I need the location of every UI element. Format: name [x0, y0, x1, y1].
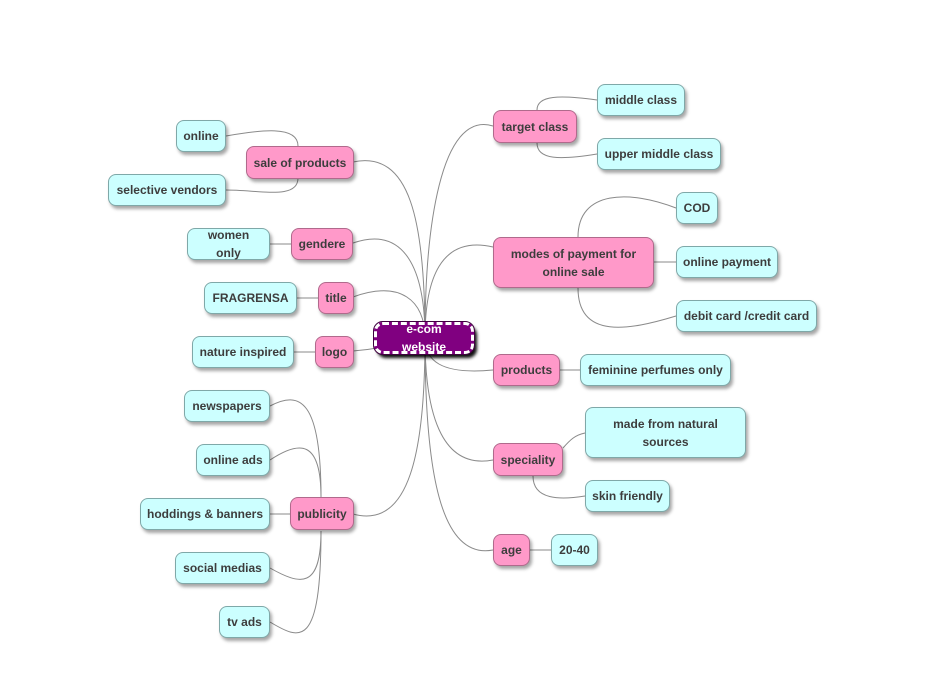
central-topic[interactable]: e-com website	[373, 321, 475, 355]
leaf-cod[interactable]: COD	[676, 192, 718, 224]
link-speciality-skin	[532, 475, 586, 499]
link-center-modes-of-payment	[424, 244, 494, 339]
leaf-debit-credit-card[interactable]: debit card /credit card	[676, 300, 817, 332]
link-sale-vendors	[225, 177, 299, 193]
link-center-target-class	[424, 124, 494, 339]
branch-products[interactable]: products	[493, 354, 560, 386]
branch-modes-of-payment[interactable]: modes of payment for online sale	[493, 237, 654, 288]
link-target-upper	[536, 142, 598, 159]
leaf-hoddings-banners[interactable]: hoddings & banners	[140, 498, 270, 530]
branch-target-class[interactable]: target class	[493, 110, 577, 143]
branch-gendere[interactable]: gendere	[291, 228, 353, 260]
link-publicity-online-ads	[269, 447, 322, 498]
leaf-middle-class[interactable]: middle class	[597, 84, 685, 116]
leaf-age-20-40[interactable]: 20-40	[551, 534, 598, 566]
link-publicity-social	[269, 530, 322, 580]
link-center-age	[424, 337, 494, 552]
leaf-online-ads[interactable]: online ads	[196, 444, 270, 476]
link-publicity-tv	[269, 530, 322, 634]
branch-speciality[interactable]: speciality	[493, 443, 563, 476]
link-center-gendere	[352, 238, 426, 339]
link-target-middle	[536, 96, 598, 111]
leaf-women-only[interactable]: women only	[187, 228, 270, 260]
leaf-online[interactable]: online	[176, 120, 226, 152]
leaf-nature-inspired[interactable]: nature inspired	[192, 336, 294, 368]
leaf-newspapers[interactable]: newspapers	[184, 390, 270, 422]
leaf-made-from-natural-sources[interactable]: made from natural sources	[585, 407, 746, 458]
leaf-feminine-perfumes[interactable]: feminine perfumes only	[580, 354, 731, 386]
link-sale-online	[225, 130, 299, 147]
link-center-sale-of-products	[352, 160, 426, 339]
branch-sale-of-products[interactable]: sale of products	[246, 146, 354, 179]
link-publicity-newspapers	[269, 399, 322, 498]
leaf-social-medias[interactable]: social medias	[175, 552, 270, 584]
leaf-skin-friendly[interactable]: skin friendly	[585, 480, 670, 512]
branch-title[interactable]: title	[318, 282, 354, 314]
leaf-online-payment[interactable]: online payment	[676, 246, 778, 278]
leaf-upper-middle-class[interactable]: upper middle class	[597, 138, 721, 170]
branch-age[interactable]: age	[493, 534, 530, 566]
leaf-fragrensa[interactable]: FRAGRENSA	[204, 282, 297, 314]
link-speciality-natural	[562, 432, 586, 449]
link-payment-cod	[577, 196, 677, 238]
link-center-speciality	[424, 337, 494, 462]
link-center-publicity	[352, 337, 426, 517]
branch-publicity[interactable]: publicity	[290, 497, 354, 530]
link-payment-card	[577, 287, 677, 328]
branch-logo[interactable]: logo	[315, 336, 354, 368]
leaf-selective-vendors[interactable]: selective vendors	[108, 174, 226, 206]
leaf-tv-ads[interactable]: tv ads	[219, 606, 270, 638]
